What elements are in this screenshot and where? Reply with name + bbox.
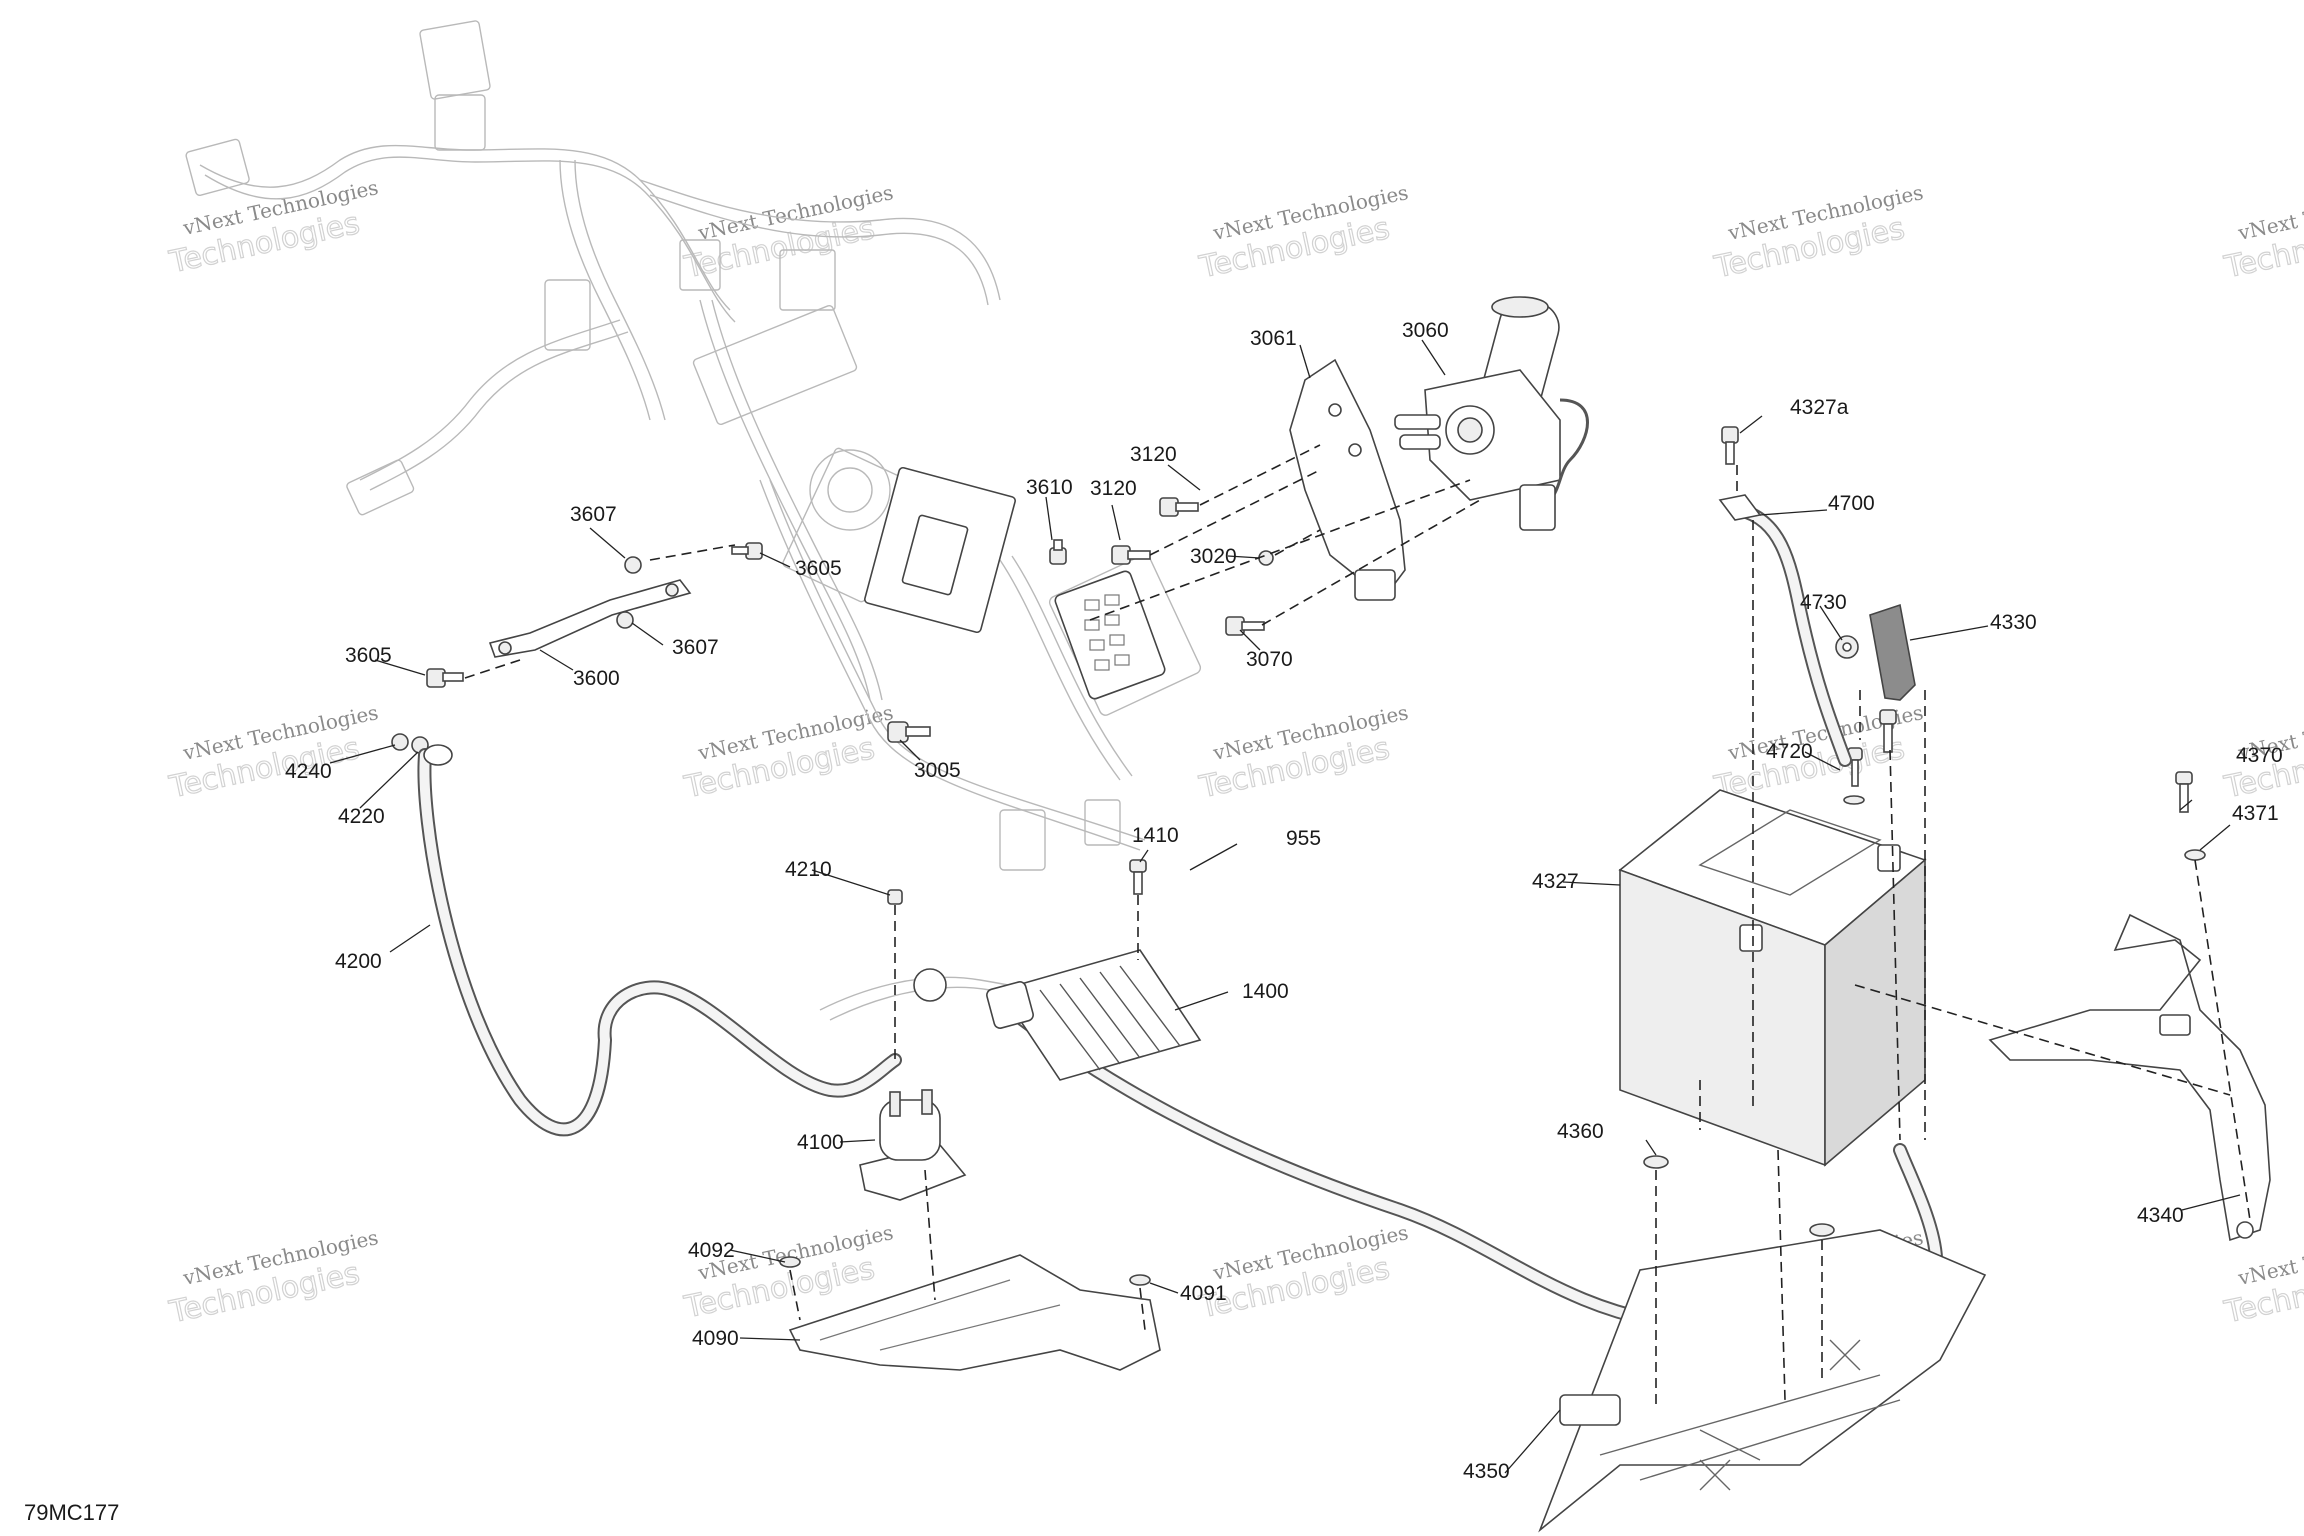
callout-4360: 4360 xyxy=(1557,1120,1604,1143)
callout-4090: 4090 xyxy=(692,1327,739,1350)
watermark: vNext Technologies Technologies xyxy=(680,700,895,806)
nut-4210 xyxy=(887,889,903,905)
figure-id: 79MC177 xyxy=(24,1500,119,1525)
actuator-motor xyxy=(1394,296,1589,531)
solenoid-bracket xyxy=(788,1254,1161,1371)
watermarks: vNext Technologies Technologies vNext Te… xyxy=(165,175,2304,1331)
callout-3070: 3070 xyxy=(1246,648,1293,671)
watermark: vNext Technologies Technologies xyxy=(1195,700,1410,806)
nut-3607-upper xyxy=(624,556,642,574)
callout-1400: 1400 xyxy=(1242,980,1289,1003)
bolt-3610 xyxy=(1049,539,1067,565)
callout-4100: 4100 xyxy=(797,1131,844,1154)
callout-3600: 3600 xyxy=(573,667,620,690)
washer-4371 xyxy=(2184,849,2206,861)
watermark: vNext Technologies Technologies xyxy=(2220,180,2304,286)
push-pin-4360b xyxy=(1809,1223,1835,1237)
callout-3005: 3005 xyxy=(914,759,961,782)
watermark: vNext Technologies Technologies xyxy=(1710,700,1925,806)
callout-4350: 4350 xyxy=(1463,1460,1510,1483)
bolt-3605-right xyxy=(731,542,763,560)
leader-lines xyxy=(329,339,2241,1474)
watermark: vNext Technologies Technologies xyxy=(165,700,380,806)
bolt-3005 xyxy=(887,721,931,743)
callout-3120-lower: 3120 xyxy=(1090,477,1137,500)
watermark: vNext Technologies Technologies xyxy=(1195,1220,1410,1326)
battery-tray xyxy=(1538,1229,1987,1533)
callout-4340: 4340 xyxy=(2137,1204,2184,1227)
bolt-4327a xyxy=(1721,426,1739,465)
callout-3605-right: 3605 xyxy=(795,557,842,580)
callout-4730: 4730 xyxy=(1800,591,1847,614)
callout-4720: 4720 xyxy=(1766,740,1813,763)
push-pin-4360 xyxy=(1643,1155,1669,1169)
callout-3605-left: 3605 xyxy=(345,644,392,667)
voltage-regulator xyxy=(913,949,1202,1081)
watermark: vNext Technologies Technologies xyxy=(1195,180,1410,286)
bolt-3605-left xyxy=(426,668,464,688)
callout-3020: 3020 xyxy=(1190,545,1237,568)
bolt-3070 xyxy=(1225,616,1265,636)
assembly-lines xyxy=(464,444,2251,1410)
callout-3120-upper: 3120 xyxy=(1130,443,1177,466)
nut-4730 xyxy=(1835,635,1859,659)
bolt-3120-upper xyxy=(1159,497,1199,517)
callout-4200: 4200 xyxy=(335,950,382,973)
watermark: vNext Technologies Technologies xyxy=(165,1225,380,1331)
push-pin-4091 xyxy=(1129,1274,1151,1286)
bolt-4720-a xyxy=(1879,709,1897,753)
callout-4092: 4092 xyxy=(688,1239,735,1262)
battery-cable-4200 xyxy=(417,744,902,1137)
callout-3607-lower: 3607 xyxy=(672,636,719,659)
watermark: vNext Technologies Technologies xyxy=(1710,180,1925,286)
callout-4327: 4327 xyxy=(1532,870,1579,893)
callout-4220: 4220 xyxy=(338,805,385,828)
callout-3610: 3610 xyxy=(1026,476,1073,499)
fasteners xyxy=(391,426,2206,1286)
battery-hold-down xyxy=(1988,913,2271,1242)
callout-4370: 4370 xyxy=(2236,744,2283,767)
callout-4327a: 4327a xyxy=(1790,396,1849,419)
bolt-4370 xyxy=(2175,771,2193,813)
callout-3607-upper: 3607 xyxy=(570,503,617,526)
callout-4091: 4091 xyxy=(1180,1282,1227,1305)
callout-4210: 4210 xyxy=(785,858,832,881)
callout-4240: 4240 xyxy=(285,760,332,783)
bolt-1410 xyxy=(1129,859,1147,895)
ground-strap-3600 xyxy=(488,579,692,658)
terminal-cover xyxy=(1869,603,1916,701)
battery xyxy=(1618,789,1927,1167)
main-wiring-harness xyxy=(185,20,1202,1031)
actuator-bracket xyxy=(1289,358,1406,601)
callout-4371: 4371 xyxy=(2232,802,2279,825)
callout-4330: 4330 xyxy=(1990,611,2037,634)
callout-3061: 3061 xyxy=(1250,327,1297,350)
callout-3060: 3060 xyxy=(1402,319,1449,342)
watermark: vNext Technologies Technologies xyxy=(165,175,380,281)
push-pin-4092 xyxy=(779,1256,801,1268)
watermark: vNext Technologies Technologies xyxy=(2220,1225,2304,1331)
starter-solenoid xyxy=(859,1089,967,1201)
callout-labels: 3061 3060 3120 3120 3610 3607 3605 3605 … xyxy=(285,319,2283,1483)
nut-3607-lower xyxy=(616,611,634,629)
washer-4720 xyxy=(1843,795,1865,805)
bolt-3120-lower xyxy=(1111,545,1151,565)
washer-4240 xyxy=(391,733,409,751)
callout-955: 955 xyxy=(1286,827,1321,850)
callout-4700: 4700 xyxy=(1828,492,1875,515)
callout-1410: 1410 xyxy=(1132,824,1179,847)
fuse-relay-box xyxy=(864,466,1166,700)
